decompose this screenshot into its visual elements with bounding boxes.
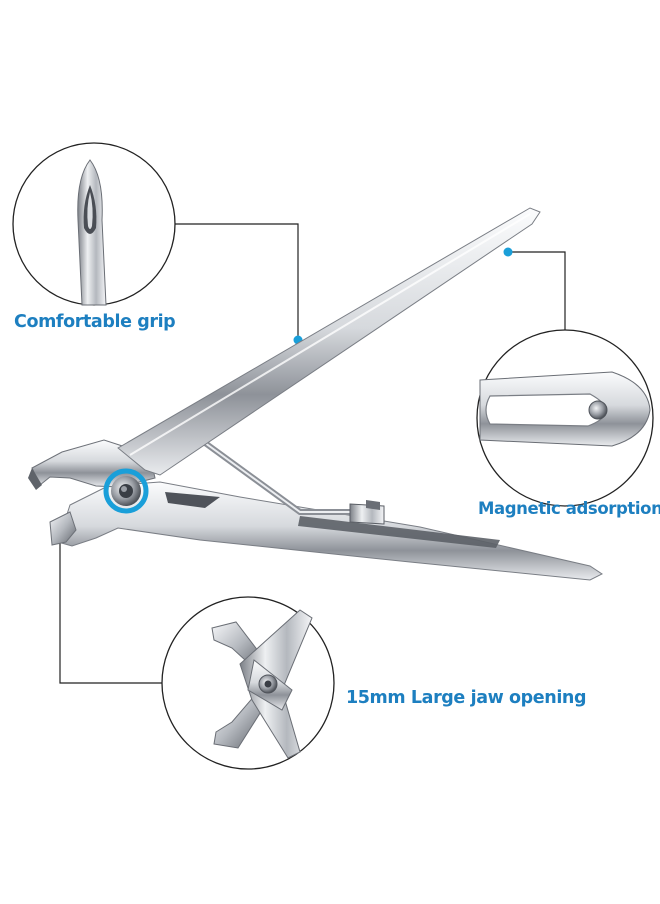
grip-callout	[12, 142, 176, 306]
nail-clipper-image	[28, 207, 603, 581]
magnetic-adsorption-label: Magnetic adsorption	[478, 499, 660, 518]
magnet-closeup-image	[479, 371, 651, 447]
magnet-dot	[503, 247, 513, 257]
grip-leader-line	[175, 223, 299, 340]
jaw-opening-label: 15mm Large jaw opening	[346, 688, 587, 708]
grip-handle-closeup-image	[77, 159, 107, 306]
jaw-callout	[161, 596, 335, 770]
magnet-callout	[476, 329, 654, 507]
jaw-closeup-image	[211, 609, 313, 759]
jaw-leader-line	[59, 535, 162, 684]
comfortable-grip-label: Comfortable grip	[14, 312, 176, 332]
leader-lines	[59, 223, 566, 684]
magnet-leader-line	[508, 251, 566, 344]
